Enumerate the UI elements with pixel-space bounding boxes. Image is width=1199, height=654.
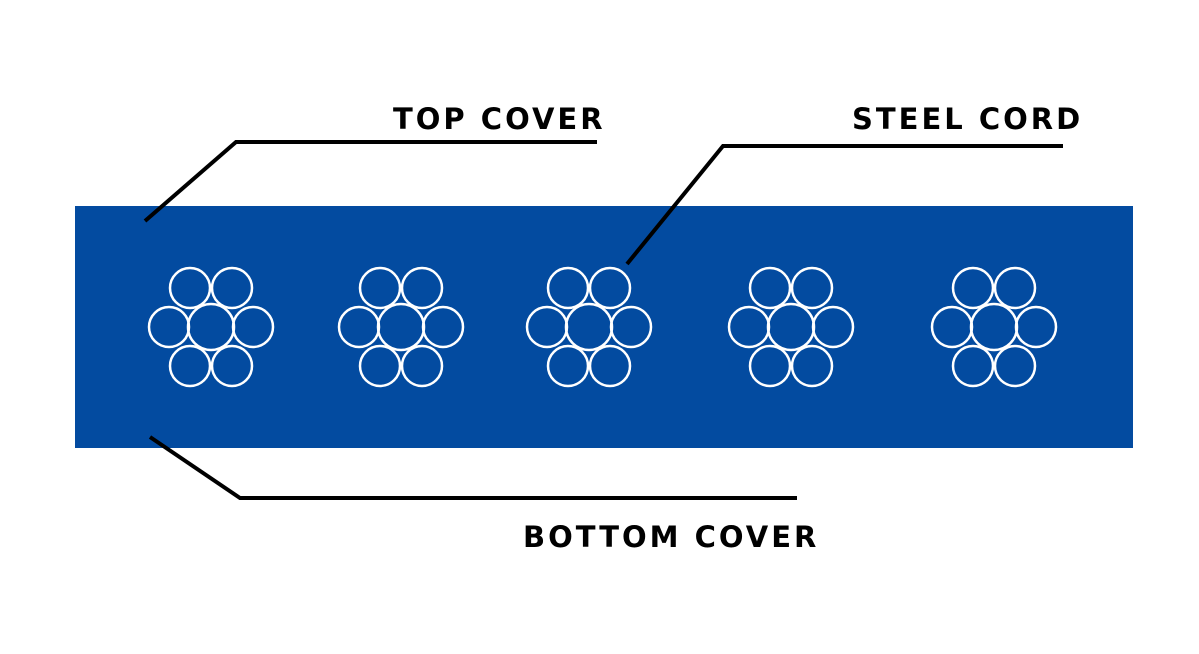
steel-cord-outer-wire bbox=[400, 344, 444, 388]
top-cover-label: TOP COVER bbox=[393, 102, 606, 136]
steel-cord-outer-wire bbox=[748, 266, 792, 310]
steel-cord-outer-wire bbox=[993, 344, 1037, 388]
steel-cord-outer-wire bbox=[525, 305, 569, 349]
steel-cord-strand bbox=[147, 266, 275, 388]
steel-cord-strand bbox=[727, 266, 855, 388]
steel-cord-outer-wire bbox=[727, 305, 771, 349]
steel-cord-outer-wire bbox=[231, 305, 275, 349]
steel-cord-leader-line bbox=[625, 144, 1063, 266]
steel-cord-outer-wire bbox=[210, 266, 254, 310]
steel-cord-outer-wire bbox=[1014, 305, 1058, 349]
steel-cord-outer-wire bbox=[421, 305, 465, 349]
steel-cord-outer-wire bbox=[930, 305, 974, 349]
steel-cord-outer-wire bbox=[546, 266, 590, 310]
steel-cord-outer-wire bbox=[400, 266, 444, 310]
steel-cord-strand bbox=[930, 266, 1058, 388]
steel-cord-strand bbox=[337, 266, 465, 388]
steel-cord-outer-wire bbox=[811, 305, 855, 349]
steel-cord-outer-wire bbox=[546, 344, 590, 388]
belt-body bbox=[75, 206, 1133, 448]
steel-cord-outer-wire bbox=[168, 266, 212, 310]
steel-cord-outer-wire bbox=[588, 266, 632, 310]
steel-cord-outer-wire bbox=[951, 266, 995, 310]
bottom-cover-leader-line bbox=[148, 435, 797, 500]
steel-cord-outer-wire bbox=[168, 344, 212, 388]
steel-cord-outer-wire bbox=[337, 305, 381, 349]
steel-cord-strand bbox=[525, 266, 653, 388]
steel-cord-outer-wire bbox=[993, 266, 1037, 310]
bottom-cover-label: BOTTOM COVER bbox=[523, 520, 819, 554]
steel-cord-outer-wire bbox=[588, 344, 632, 388]
steel-cord-outer-wire bbox=[147, 305, 191, 349]
steel-cord-outer-wire bbox=[790, 344, 834, 388]
steel-cord-outer-wire bbox=[358, 344, 402, 388]
steel-cord-outer-wire bbox=[951, 344, 995, 388]
steel-cord-outer-wire bbox=[609, 305, 653, 349]
steel-cord-outer-wire bbox=[210, 344, 254, 388]
top-cover-leader-line bbox=[143, 140, 597, 223]
steel-cord-label: STEEL CORD bbox=[852, 102, 1083, 136]
steel-cord-outer-wire bbox=[790, 266, 834, 310]
steel-cord-group bbox=[147, 266, 1058, 388]
steel-cord-outer-wire bbox=[358, 266, 402, 310]
steel-cord-outer-wire bbox=[748, 344, 792, 388]
